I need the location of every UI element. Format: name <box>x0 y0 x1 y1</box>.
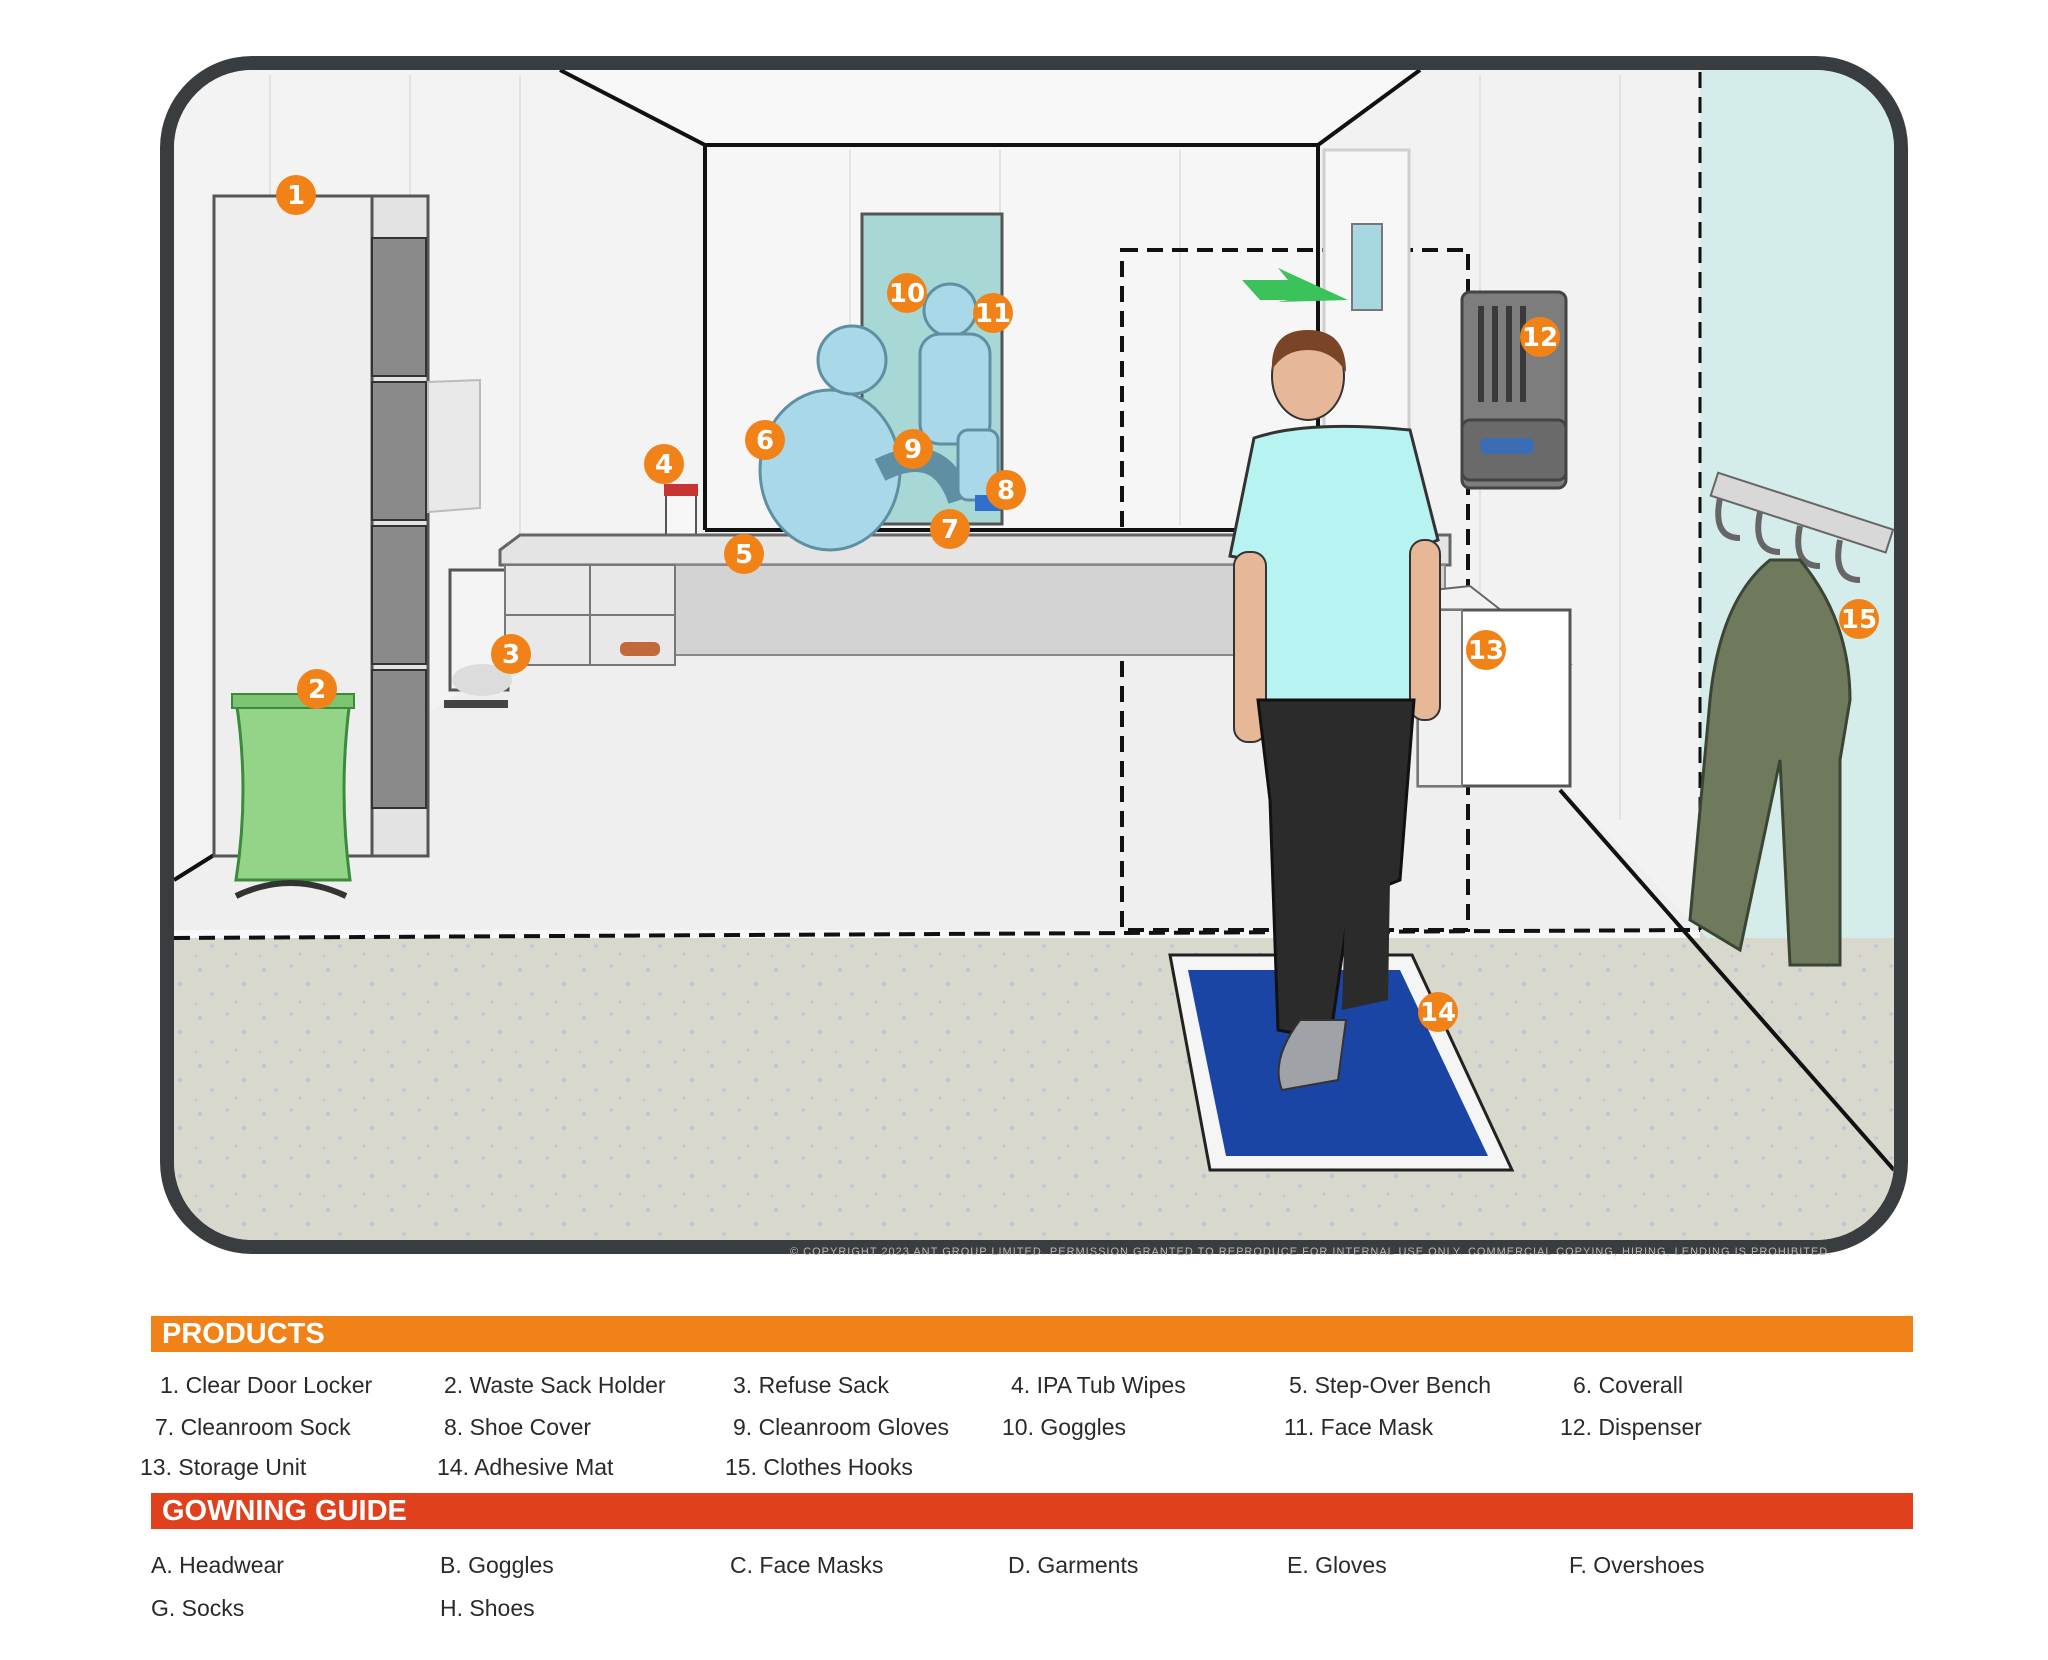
marker-13: 13 <box>1466 630 1506 670</box>
svg-text:13: 13 <box>1468 636 1504 666</box>
guide-item: D. Garments <box>1008 1552 1139 1578</box>
marker-6: 6 <box>745 420 785 460</box>
product-item: 13. Storage Unit <box>140 1454 307 1480</box>
guide-item: C. Face Masks <box>730 1552 884 1578</box>
product-item: 3. Refuse Sack <box>733 1372 889 1398</box>
product-item: 8. Shoe Cover <box>444 1414 592 1440</box>
marker-15: 15 <box>1839 599 1879 639</box>
zone-boundary <box>174 928 1701 940</box>
guide-item: F. Overshoes <box>1569 1552 1705 1578</box>
gowning-room-illustration: 1 2 3 4 5 6 7 8 9 10 11 12 13 14 15 <box>160 56 1908 1254</box>
waste-sack-holder <box>231 693 355 899</box>
product-item: 15. Clothes Hooks <box>725 1454 913 1480</box>
svg-text:2: 2 <box>308 675 326 705</box>
right-wall <box>1318 70 1700 930</box>
marker-7: 7 <box>930 509 970 549</box>
marker-10: 10 <box>887 273 927 313</box>
svg-text:14: 14 <box>1420 998 1456 1028</box>
product-item: 1. Clear Door Locker <box>160 1372 373 1398</box>
product-item: 5. Step-Over Bench <box>1289 1372 1491 1398</box>
svg-text:11: 11 <box>975 299 1011 329</box>
svg-text:10: 10 <box>889 279 925 309</box>
marker-14: 14 <box>1418 992 1458 1032</box>
gowning-guide-heading: GOWNING GUIDE <box>151 1493 1913 1529</box>
svg-text:4: 4 <box>655 450 673 480</box>
svg-text:7: 7 <box>941 515 959 545</box>
guide-item: B. Goggles <box>440 1552 554 1578</box>
entry-arrow-icon <box>1242 268 1348 302</box>
marker-2: 2 <box>297 669 337 709</box>
product-item: 2. Waste Sack Holder <box>444 1372 666 1398</box>
guide-item: A. Headwear <box>151 1552 284 1578</box>
product-item: 6. Coverall <box>1573 1372 1683 1398</box>
product-item: 7. Cleanroom Sock <box>155 1414 351 1440</box>
svg-text:9: 9 <box>904 435 922 465</box>
door-window <box>1351 223 1383 311</box>
product-item: 14. Adhesive Mat <box>437 1454 614 1480</box>
copyright-notice: © COPYRIGHT 2023 ANT GROUP LIMITED. PERM… <box>790 1246 1833 1258</box>
svg-text:15: 15 <box>1841 605 1877 635</box>
marker-3: 3 <box>491 634 531 674</box>
speckled-floor <box>174 938 1894 1240</box>
guide-item: E. Gloves <box>1287 1552 1387 1578</box>
product-item: 11. Face Mask <box>1284 1414 1434 1440</box>
svg-text:3: 3 <box>502 640 520 670</box>
refuse-sack <box>444 568 512 708</box>
seated-operator-coverall <box>758 324 972 552</box>
svg-text:12: 12 <box>1522 323 1558 353</box>
marker-5: 5 <box>724 534 764 574</box>
marker-12: 12 <box>1520 317 1560 357</box>
hanging-coat <box>1688 558 1852 967</box>
marker-9: 9 <box>893 429 933 469</box>
svg-text:6: 6 <box>756 426 774 456</box>
svg-text:1: 1 <box>287 181 305 211</box>
walking-person <box>1228 330 1441 1092</box>
speckled-floor-right <box>1700 930 1894 1240</box>
marker-11: 11 <box>973 293 1013 333</box>
svg-text:8: 8 <box>997 476 1015 506</box>
marker-1: 1 <box>276 175 316 215</box>
guide-item: G. Socks <box>151 1595 245 1621</box>
product-item: 9. Cleanroom Gloves <box>733 1414 950 1440</box>
clothes-hooks <box>1709 471 1894 583</box>
product-item: 10. Goggles <box>1002 1414 1127 1440</box>
svg-text:5: 5 <box>735 540 753 570</box>
products-heading: PRODUCTS <box>151 1316 1913 1352</box>
product-item: 12. Dispenser <box>1560 1414 1702 1440</box>
guide-item: H. Shoes <box>440 1595 535 1621</box>
product-item: 4. IPA Tub Wipes <box>1011 1372 1186 1398</box>
marker-4: 4 <box>644 444 684 484</box>
marker-8: 8 <box>986 470 1026 510</box>
